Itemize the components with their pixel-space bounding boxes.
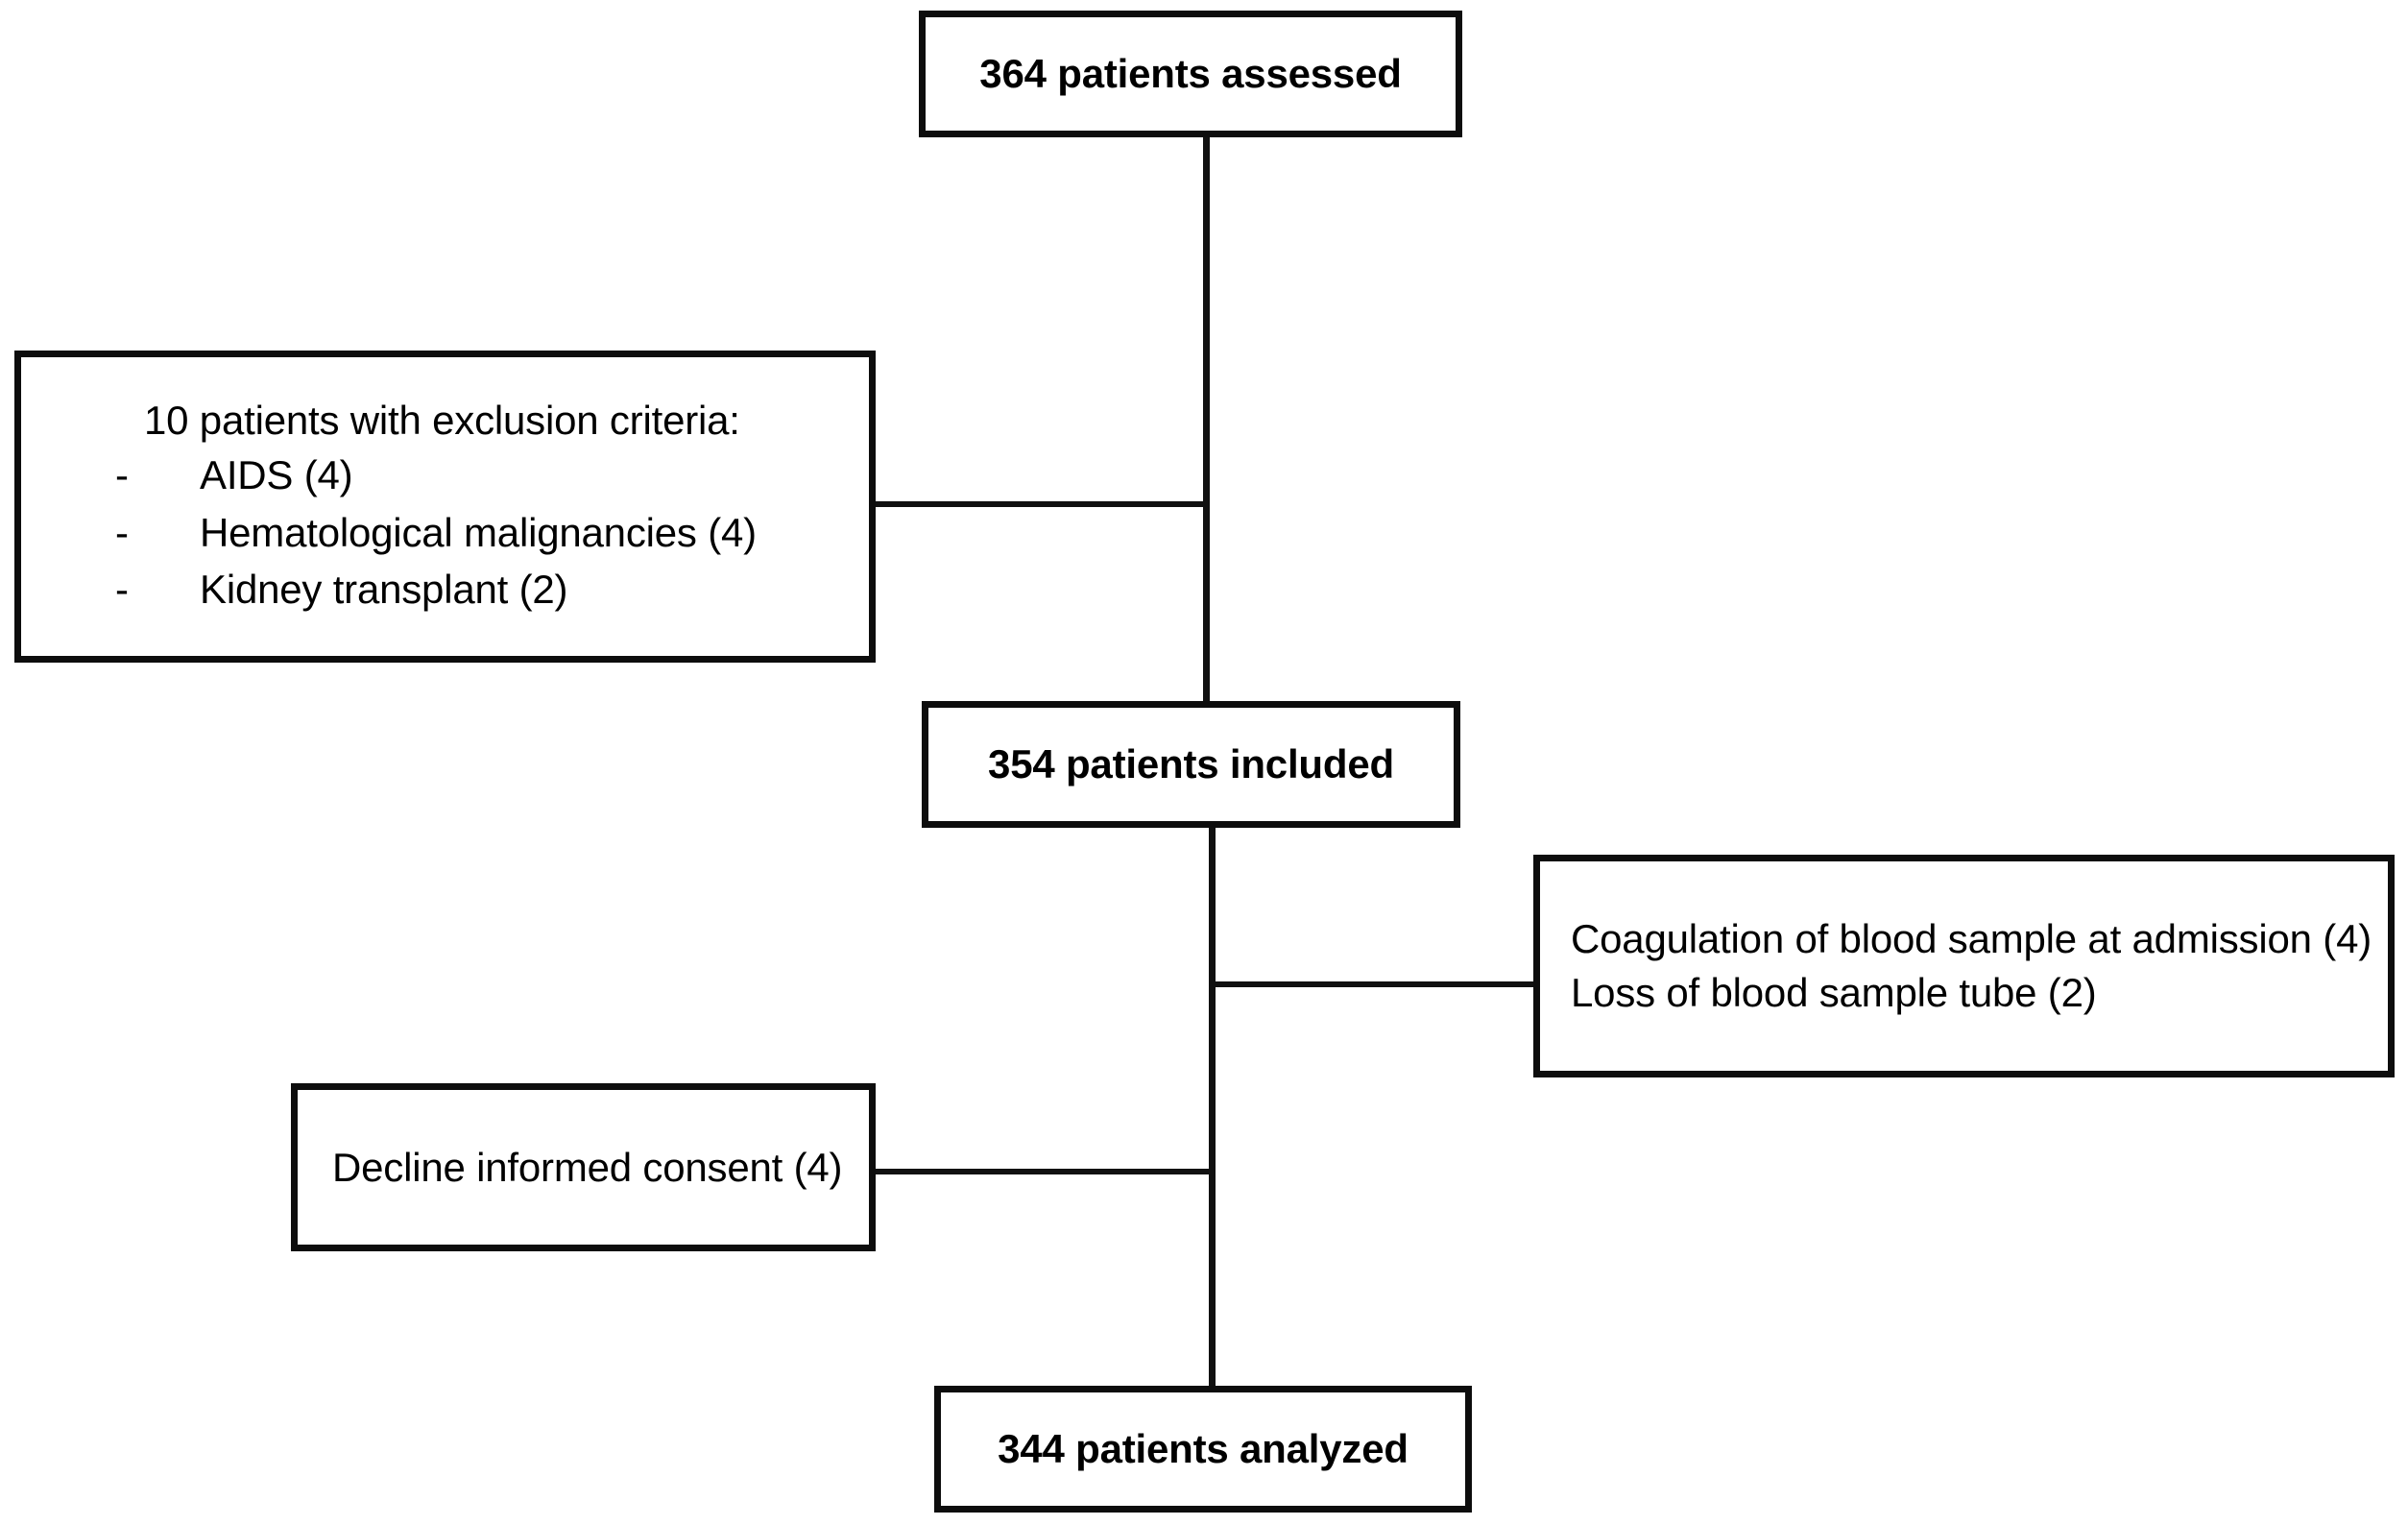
decline-consent-label: Decline informed consent (4): [332, 1144, 843, 1190]
connector-branch-exclusion: [870, 501, 1208, 507]
coagulation-line-2: Loss of blood sample tube (2): [1571, 970, 2097, 1015]
list-item: - Kidney transplant (2): [21, 561, 869, 618]
node-patients-included: 354 patients included: [922, 701, 1460, 828]
coagulation-line-1: Coagulation of blood sample at admission…: [1571, 915, 2372, 961]
connector-included-to-analyzed: [1209, 824, 1216, 1390]
patients-included-label: 354 patients included: [988, 740, 1394, 787]
connector-branch-coagulation: [1212, 981, 1538, 987]
node-decline-consent: Decline informed consent (4): [291, 1083, 876, 1251]
list-item: - AIDS (4): [21, 447, 869, 504]
list-item-label: AIDS (4): [200, 451, 353, 497]
connector-assessed-to-included: [1203, 133, 1210, 705]
connector-branch-decline: [870, 1169, 1214, 1174]
bullet-dash-icon: -: [115, 509, 129, 555]
patients-analyzed-label: 344 patients analyzed: [998, 1425, 1409, 1471]
node-patients-analyzed: 344 patients analyzed: [934, 1386, 1472, 1513]
exclusion-criteria-heading: 10 patients with exclusion criteria:: [144, 398, 740, 444]
list-item-label: Kidney transplant (2): [200, 567, 568, 613]
node-sample-exclusions: Coagulation of blood sample at admission…: [1533, 855, 2395, 1077]
node-patients-assessed: 364 patients assessed: [919, 11, 1462, 137]
bullet-dash-icon: -: [115, 451, 129, 497]
list-item-label: Hematological malignancies (4): [200, 509, 757, 555]
patients-assessed-label: 364 patients assessed: [979, 50, 1402, 96]
list-item: - Hematological malignancies (4): [21, 504, 869, 562]
node-exclusion-criteria: 10 patients with exclusion criteria: - A…: [14, 351, 876, 663]
exclusion-criteria-list: - AIDS (4) - Hematological malignancies …: [21, 447, 869, 618]
bullet-dash-icon: -: [115, 567, 129, 613]
